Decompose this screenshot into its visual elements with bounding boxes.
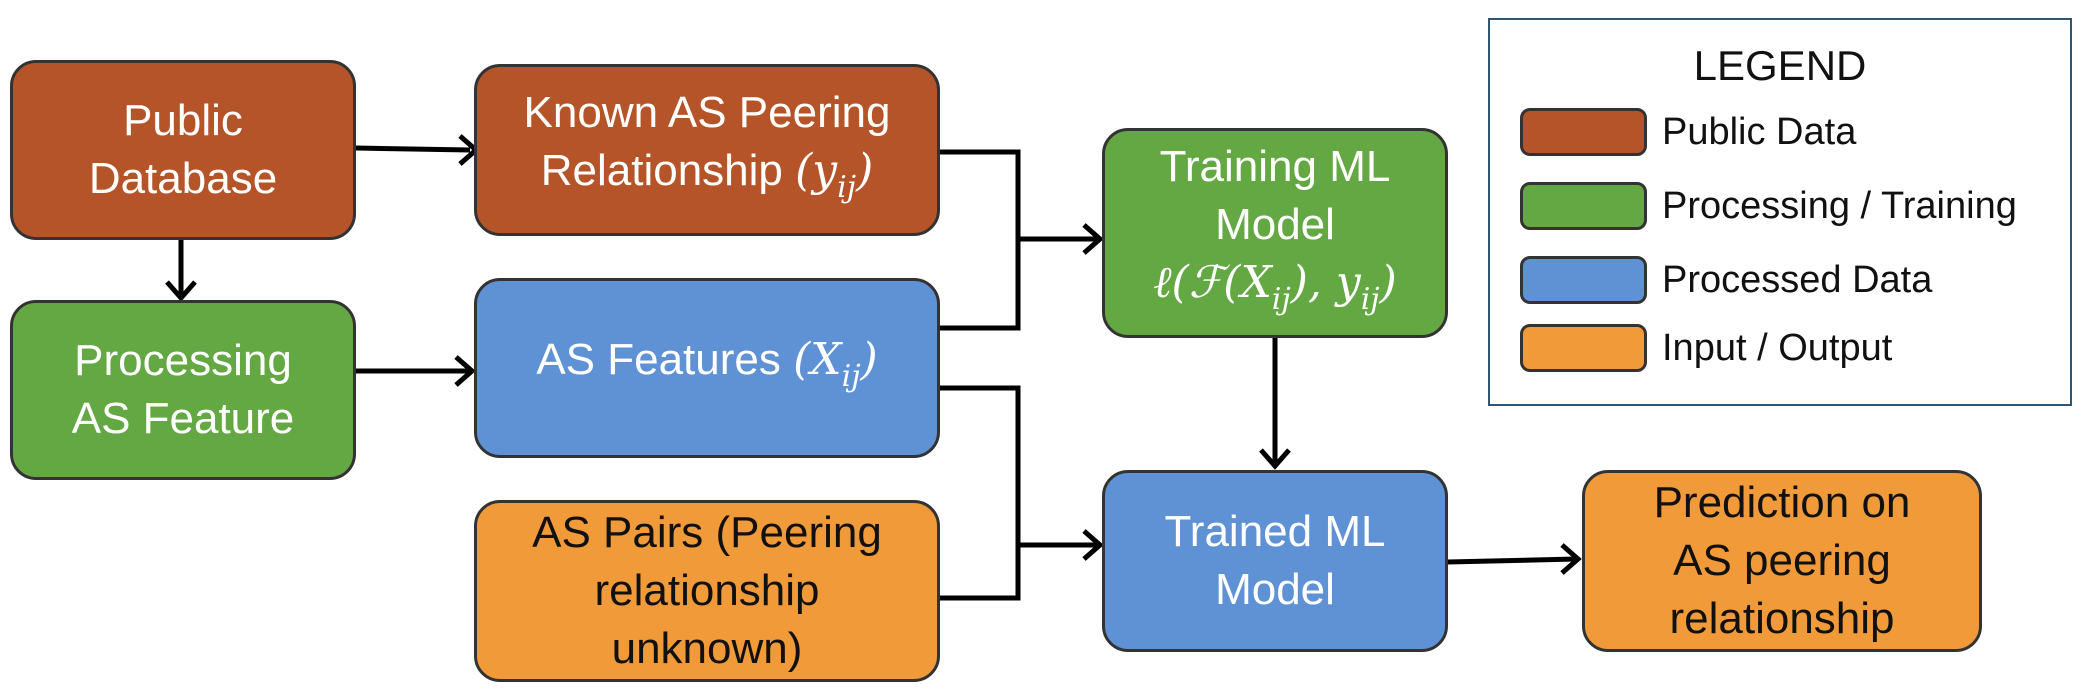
label-y: (yij) <box>795 144 874 205</box>
node-text-line: AS Pairs (Peering <box>532 508 882 557</box>
relationship-text: Relationship <box>540 145 796 195</box>
processing-feature-node: Processing AS Feature <box>10 300 356 480</box>
node-text-line: Processing <box>74 336 292 385</box>
loss-formula: ℓ(ℱ(Xij), yij) <box>1153 256 1397 317</box>
node-text-line: Model <box>1215 199 1335 249</box>
math-var: y <box>812 144 838 196</box>
as-pairs-node: AS Pairs (Peering relationship unknown) <box>474 500 940 682</box>
legend-swatch-public-data <box>1520 108 1647 156</box>
node-text-line: relationship <box>594 566 820 615</box>
wire-known-to-training <box>940 149 1021 239</box>
known-peering-node: Known AS Peering Relationship (yij) <box>474 64 940 236</box>
legend-swatch-input-output <box>1520 324 1647 372</box>
math-var: X <box>810 333 842 385</box>
node-text-line: Training ML <box>1159 141 1391 191</box>
public-database-node: Public Database <box>10 60 356 240</box>
legend-label-public-data: Public Data <box>1662 111 1857 153</box>
node-text-line: AS Feature <box>71 394 295 443</box>
training-model-node: Training ML Model ℓ(ℱ(Xij), yij) <box>1102 128 1448 338</box>
math-subscript: ij <box>841 358 861 394</box>
as-features-node: AS Features (Xij) <box>474 278 940 458</box>
legend: LEGEND Public Data Processing / Training… <box>1488 18 2072 406</box>
arrow-trained-to-prediction <box>1447 556 1577 565</box>
legend-label-processing: Processing / Training <box>1662 185 2017 227</box>
wire-pairs-to-trained <box>940 545 1021 601</box>
node-text-line: Model <box>1215 565 1335 614</box>
arrow-database-to-known <box>355 145 471 153</box>
node-text-line: Public <box>123 96 243 145</box>
node-text-line: Prediction on <box>1653 478 1911 527</box>
node-text-line: unknown) <box>611 624 803 673</box>
node-text-line: Database <box>88 154 278 203</box>
wire-features-to-training <box>940 239 1021 331</box>
node-text-line: AS peering <box>1673 536 1891 585</box>
prediction-node: Prediction on AS peering relationship <box>1582 470 1982 652</box>
wire-features-to-trained <box>940 385 1021 545</box>
legend-swatch-processing <box>1520 182 1647 230</box>
node-text-line: Known AS Peering <box>523 87 891 137</box>
trained-model-node: Trained ML Model <box>1102 470 1448 652</box>
math-var: y <box>1335 256 1361 308</box>
node-text-line: AS Features (Xij) <box>536 331 877 406</box>
model-symbol: ℱ <box>1188 256 1224 308</box>
node-text-line: Trained ML <box>1164 507 1386 556</box>
node-text-line: Relationship (yij) <box>541 142 873 217</box>
legend-title: LEGEND <box>1693 42 1867 89</box>
loss-symbol: ℓ <box>1153 256 1172 308</box>
node-text-line: relationship <box>1669 594 1895 643</box>
math-subscript: ij <box>1271 281 1291 317</box>
features-text: AS Features <box>536 334 794 384</box>
features-x: (Xij) <box>793 333 878 394</box>
legend-swatch-processed-data <box>1520 256 1647 304</box>
math-subscript: ij <box>837 169 857 205</box>
math-subscript: ij <box>1360 281 1380 317</box>
legend-label-input-output: Input / Output <box>1662 327 1893 369</box>
math-var: X <box>1240 256 1272 308</box>
legend-label-processed-data: Processed Data <box>1662 259 1933 301</box>
